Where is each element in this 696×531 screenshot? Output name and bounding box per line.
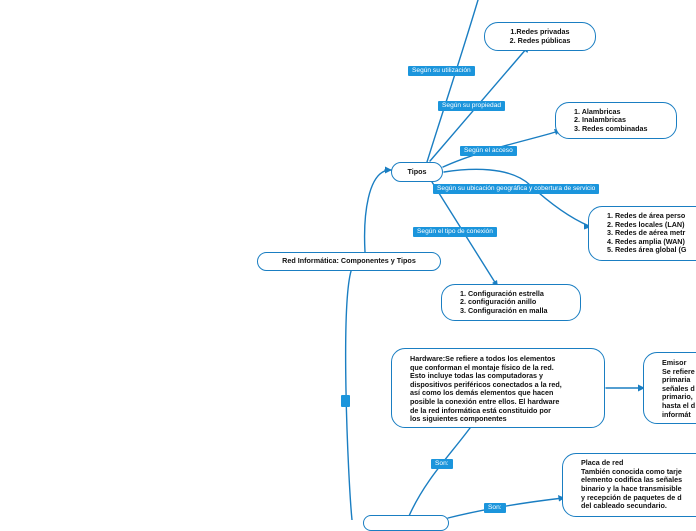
label-conexion: Según el tipo de conexión: [413, 227, 497, 237]
cobertura-node[interactable]: 1. Redes de área perso 2. Redes locales …: [588, 206, 696, 261]
root-node[interactable]: Red Informática: Componentes y Tipos: [257, 252, 441, 271]
collapse-marker[interactable]: [341, 395, 350, 407]
bottom-node[interactable]: [363, 515, 449, 531]
label-cobertura: Según su ubicación geográfica y cobertur…: [433, 184, 600, 194]
label-propiedad: Según su propiedad: [438, 101, 506, 111]
hardware-node[interactable]: Hardware:Se refiere a todos los elemento…: [391, 348, 605, 428]
propiedad-node[interactable]: 1.Redes privadas 2. Redes públicas: [484, 22, 596, 51]
label-utilizacion: Según su utilización: [408, 66, 475, 76]
tipos-node[interactable]: Tipos: [391, 162, 443, 182]
label-son-1: Son:: [431, 459, 453, 469]
conexion-node[interactable]: 1. Configuración estrella 2. configuraci…: [441, 284, 581, 321]
placa-node[interactable]: Placa de red También conocida como tarje…: [562, 453, 696, 517]
acceso-node[interactable]: 1. Alambricas 2. Inalambricas 3. Redes c…: [555, 102, 677, 139]
emisor-node[interactable]: Emisor Se refiere primaria señales d pri…: [643, 352, 696, 424]
label-acceso: Según el acceso: [460, 146, 517, 156]
label-son-2: Son:: [484, 503, 506, 513]
